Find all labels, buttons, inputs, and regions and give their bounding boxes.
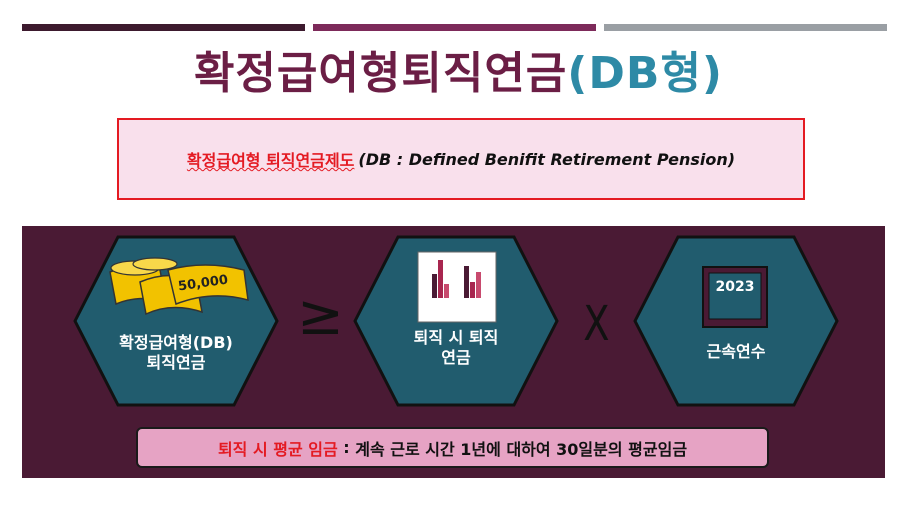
footer-text: 계속 근로 시간 1년에 대하여 30일분의 평균임금	[355, 439, 688, 459]
middle-hex-label: 퇴직 시 퇴직연금	[413, 328, 499, 367]
right-hex-label: 근속연수	[706, 342, 766, 361]
document-chart-icon	[417, 251, 497, 323]
footer-key: 퇴직 시 평균 임금	[217, 439, 338, 459]
top-bar-left	[22, 24, 305, 31]
calendar-icon	[702, 266, 768, 328]
page-title: 확정급여형퇴직연금(DB형)	[0, 44, 917, 104]
top-bar-middle	[313, 24, 596, 31]
average-wage-definition: 퇴직 시 평균 임금 : 계속 근로 시간 1년에 대하여 30일분의 평균임금	[136, 427, 769, 468]
calendar-year: 2023	[715, 279, 755, 295]
definition-box: 확정급여형 퇴직연금제도 (DB : Defined Benifit Retir…	[117, 118, 805, 200]
left-hex-label: 확정급여형(DB) 퇴직연금	[119, 333, 233, 372]
top-bar-right	[604, 24, 887, 31]
definition-english: (DB : Defined Benifit Retirement Pension…	[358, 149, 736, 169]
multiply-sign: X	[583, 296, 610, 352]
title-korean: 확정급여형퇴직연금	[193, 48, 568, 99]
footer-sep: :	[337, 438, 356, 457]
definition-korean: 확정급여형 퇴직연금제도	[186, 151, 355, 170]
title-english: (DB형)	[567, 48, 724, 99]
money-icon	[109, 257, 249, 316]
greater-equal-sign: ≥	[297, 283, 344, 348]
